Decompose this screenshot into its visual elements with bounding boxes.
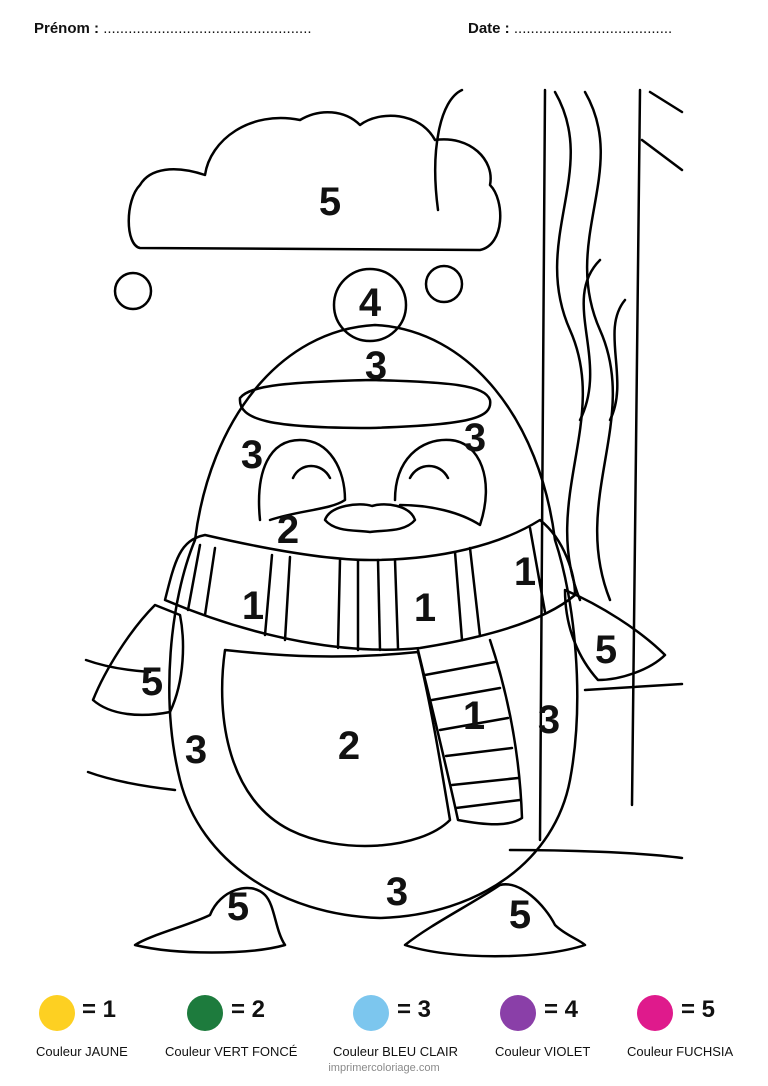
legend-number: = 2 — [231, 996, 266, 1023]
site-footer: imprimercoloriage.com — [328, 1062, 440, 1074]
penguin-coloring-drawing — [84, 88, 684, 958]
region-number-wing-right: 5 — [594, 628, 618, 672]
region-number-cloud: 5 — [318, 180, 342, 224]
region-number-foot-left: 5 — [226, 885, 250, 929]
name-field: Prénom : ...............................… — [34, 20, 312, 37]
region-number-body-left: 3 — [184, 728, 208, 772]
legend-number: = 4 — [544, 996, 579, 1023]
name-dotted-line: ........................................… — [103, 20, 312, 37]
hat-pompom — [332, 267, 408, 343]
wing-right — [563, 588, 667, 682]
eye-right — [408, 464, 450, 480]
region-number-body-bottom: 3 — [385, 870, 409, 914]
wing-left — [91, 603, 185, 717]
scarf-stripes — [186, 526, 547, 652]
legend-number: = 3 — [397, 996, 432, 1023]
region-number-scarf-middle: 1 — [413, 586, 437, 630]
region-number-belly: 2 — [337, 724, 361, 768]
hat-band — [238, 378, 492, 430]
cloud — [127, 110, 502, 252]
snowball-right — [424, 264, 464, 304]
legend-label: Couleur VERT FONCÉ — [165, 1044, 298, 1059]
region-number-hat: 3 — [364, 344, 388, 388]
date-dotted-line: ...................................... — [513, 20, 673, 37]
face-patch-left — [257, 438, 347, 522]
legend-label: Couleur BLEU CLAIR — [333, 1044, 458, 1059]
date-field: Date : .................................… — [468, 20, 672, 37]
color-swatch-dark-green — [187, 995, 223, 1031]
legend-item-2: = 2 Couleur VERT FONCÉ — [165, 990, 315, 1070]
legend-item-4: = 4 Couleur VIOLET — [495, 990, 645, 1070]
face-patch-right — [393, 438, 488, 527]
tree-outline — [84, 88, 684, 860]
eye-left — [291, 464, 332, 480]
region-number-scarf-tail: 1 — [462, 694, 486, 738]
beak — [323, 503, 417, 534]
belly — [220, 648, 452, 848]
legend-label: Couleur JAUNE — [36, 1044, 128, 1059]
penguin-body — [168, 323, 579, 920]
color-swatch-yellow — [39, 995, 75, 1031]
region-number-pompom: 4 — [358, 281, 382, 325]
color-swatch-violet — [500, 995, 536, 1031]
region-number-wing-left: 5 — [140, 660, 164, 704]
scarf-tail-stripes — [423, 660, 522, 810]
color-swatch-light-blue — [353, 995, 389, 1031]
legend-item-1: = 1 Couleur JAUNE — [36, 990, 186, 1070]
name-label: Prénom : — [34, 20, 100, 37]
region-number-body-right: 3 — [537, 698, 561, 742]
foot-left — [133, 886, 287, 954]
date-label: Date : — [468, 20, 510, 37]
legend-label: Couleur FUCHSIA — [627, 1044, 734, 1059]
legend-item-3: = 3 Couleur BLEU CLAIR — [333, 990, 483, 1070]
legend-number: = 5 — [681, 996, 716, 1023]
region-number-scarf-left: 1 — [241, 584, 265, 628]
region-number-scarf-right: 1 — [513, 550, 537, 594]
legend-number: = 1 — [82, 996, 117, 1023]
region-number-face: 2 — [276, 508, 300, 552]
color-swatch-fuchsia — [637, 995, 673, 1031]
region-number-foot-right: 5 — [508, 893, 532, 937]
foot-right — [403, 883, 587, 958]
legend-item-5: = 5 Couleur FUCHSIA — [627, 990, 768, 1070]
region-number-head-right: 3 — [463, 416, 487, 460]
legend-label: Couleur VIOLET — [495, 1044, 591, 1059]
snowball-left — [113, 271, 153, 311]
scarf-tail — [416, 638, 524, 826]
region-number-head-left: 3 — [240, 433, 264, 477]
